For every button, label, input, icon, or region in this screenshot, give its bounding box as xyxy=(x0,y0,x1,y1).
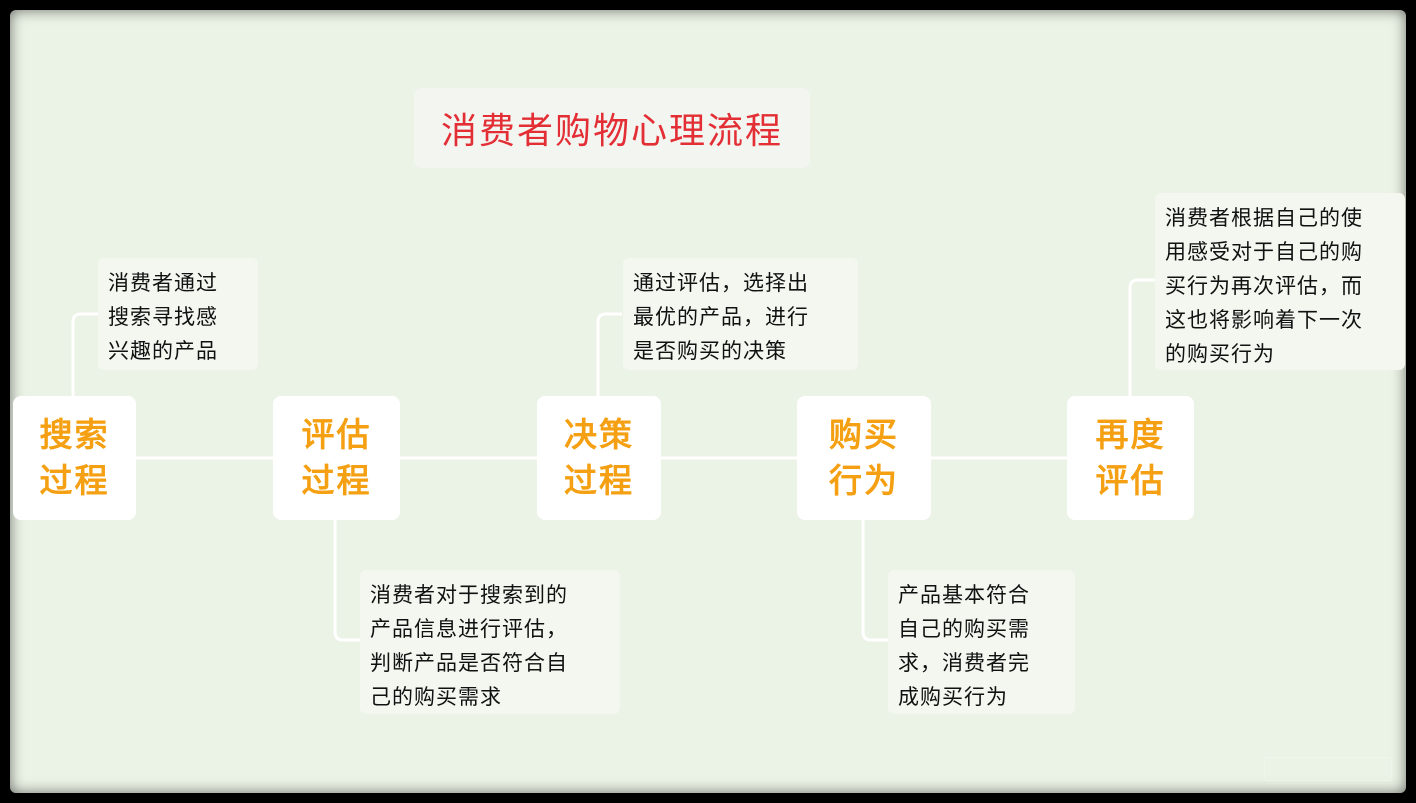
step-node-label-line2: 行为 xyxy=(829,461,899,500)
diagram-canvas: 消费者购物心理流程 搜索 过程 评估 过程 决策 过程 购买 行为 再度 评估 … xyxy=(10,10,1406,793)
step-note-reevaluate: 消费者根据自己的使 用感受对于自己的购 买行为再次评估，而 这也将影响着下一次 … xyxy=(1155,193,1405,370)
step-node-label-line2: 过程 xyxy=(39,461,110,500)
step-node-search: 搜索 过程 xyxy=(13,396,136,520)
connector-step-3 xyxy=(596,312,622,396)
step-node-reevaluate: 再度 评估 xyxy=(1067,396,1194,520)
connector-step-5 xyxy=(1128,278,1155,396)
step-note-purchase: 产品基本符合 自己的购买需 求，消费者完 成购买行为 xyxy=(888,570,1075,714)
step-note-evaluate: 消费者对于搜索到的 产品信息进行评估， 判断产品是否符合自 己的购买需求 xyxy=(360,570,620,714)
step-node-evaluate: 评估 过程 xyxy=(273,396,400,520)
step-node-label-line2: 过程 xyxy=(301,461,372,500)
step-node-label-line1: 购买 xyxy=(829,415,899,454)
step-note-decide: 通过评估，选择出 最优的产品，进行 是否购买的决策 xyxy=(623,258,858,370)
connector-step-2 xyxy=(333,520,360,642)
step-node-decide: 决策 过程 xyxy=(537,396,661,520)
connector-step-1 xyxy=(71,312,98,396)
step-node-label-line2: 过程 xyxy=(564,461,634,500)
step-node-label-line1: 决策 xyxy=(564,415,634,454)
connector-step-4 xyxy=(861,520,888,642)
step-node-label-line2: 评估 xyxy=(1095,461,1166,500)
step-note-search: 消费者通过 搜索寻找感 兴趣的产品 xyxy=(98,258,258,370)
diagram-title: 消费者购物心理流程 xyxy=(414,88,810,168)
step-node-purchase: 购买 行为 xyxy=(797,396,931,520)
watermark xyxy=(1264,757,1392,781)
step-node-label-line1: 再度 xyxy=(1095,415,1166,454)
step-node-label-line1: 搜索 xyxy=(39,415,110,454)
step-node-label-line1: 评估 xyxy=(301,415,372,454)
